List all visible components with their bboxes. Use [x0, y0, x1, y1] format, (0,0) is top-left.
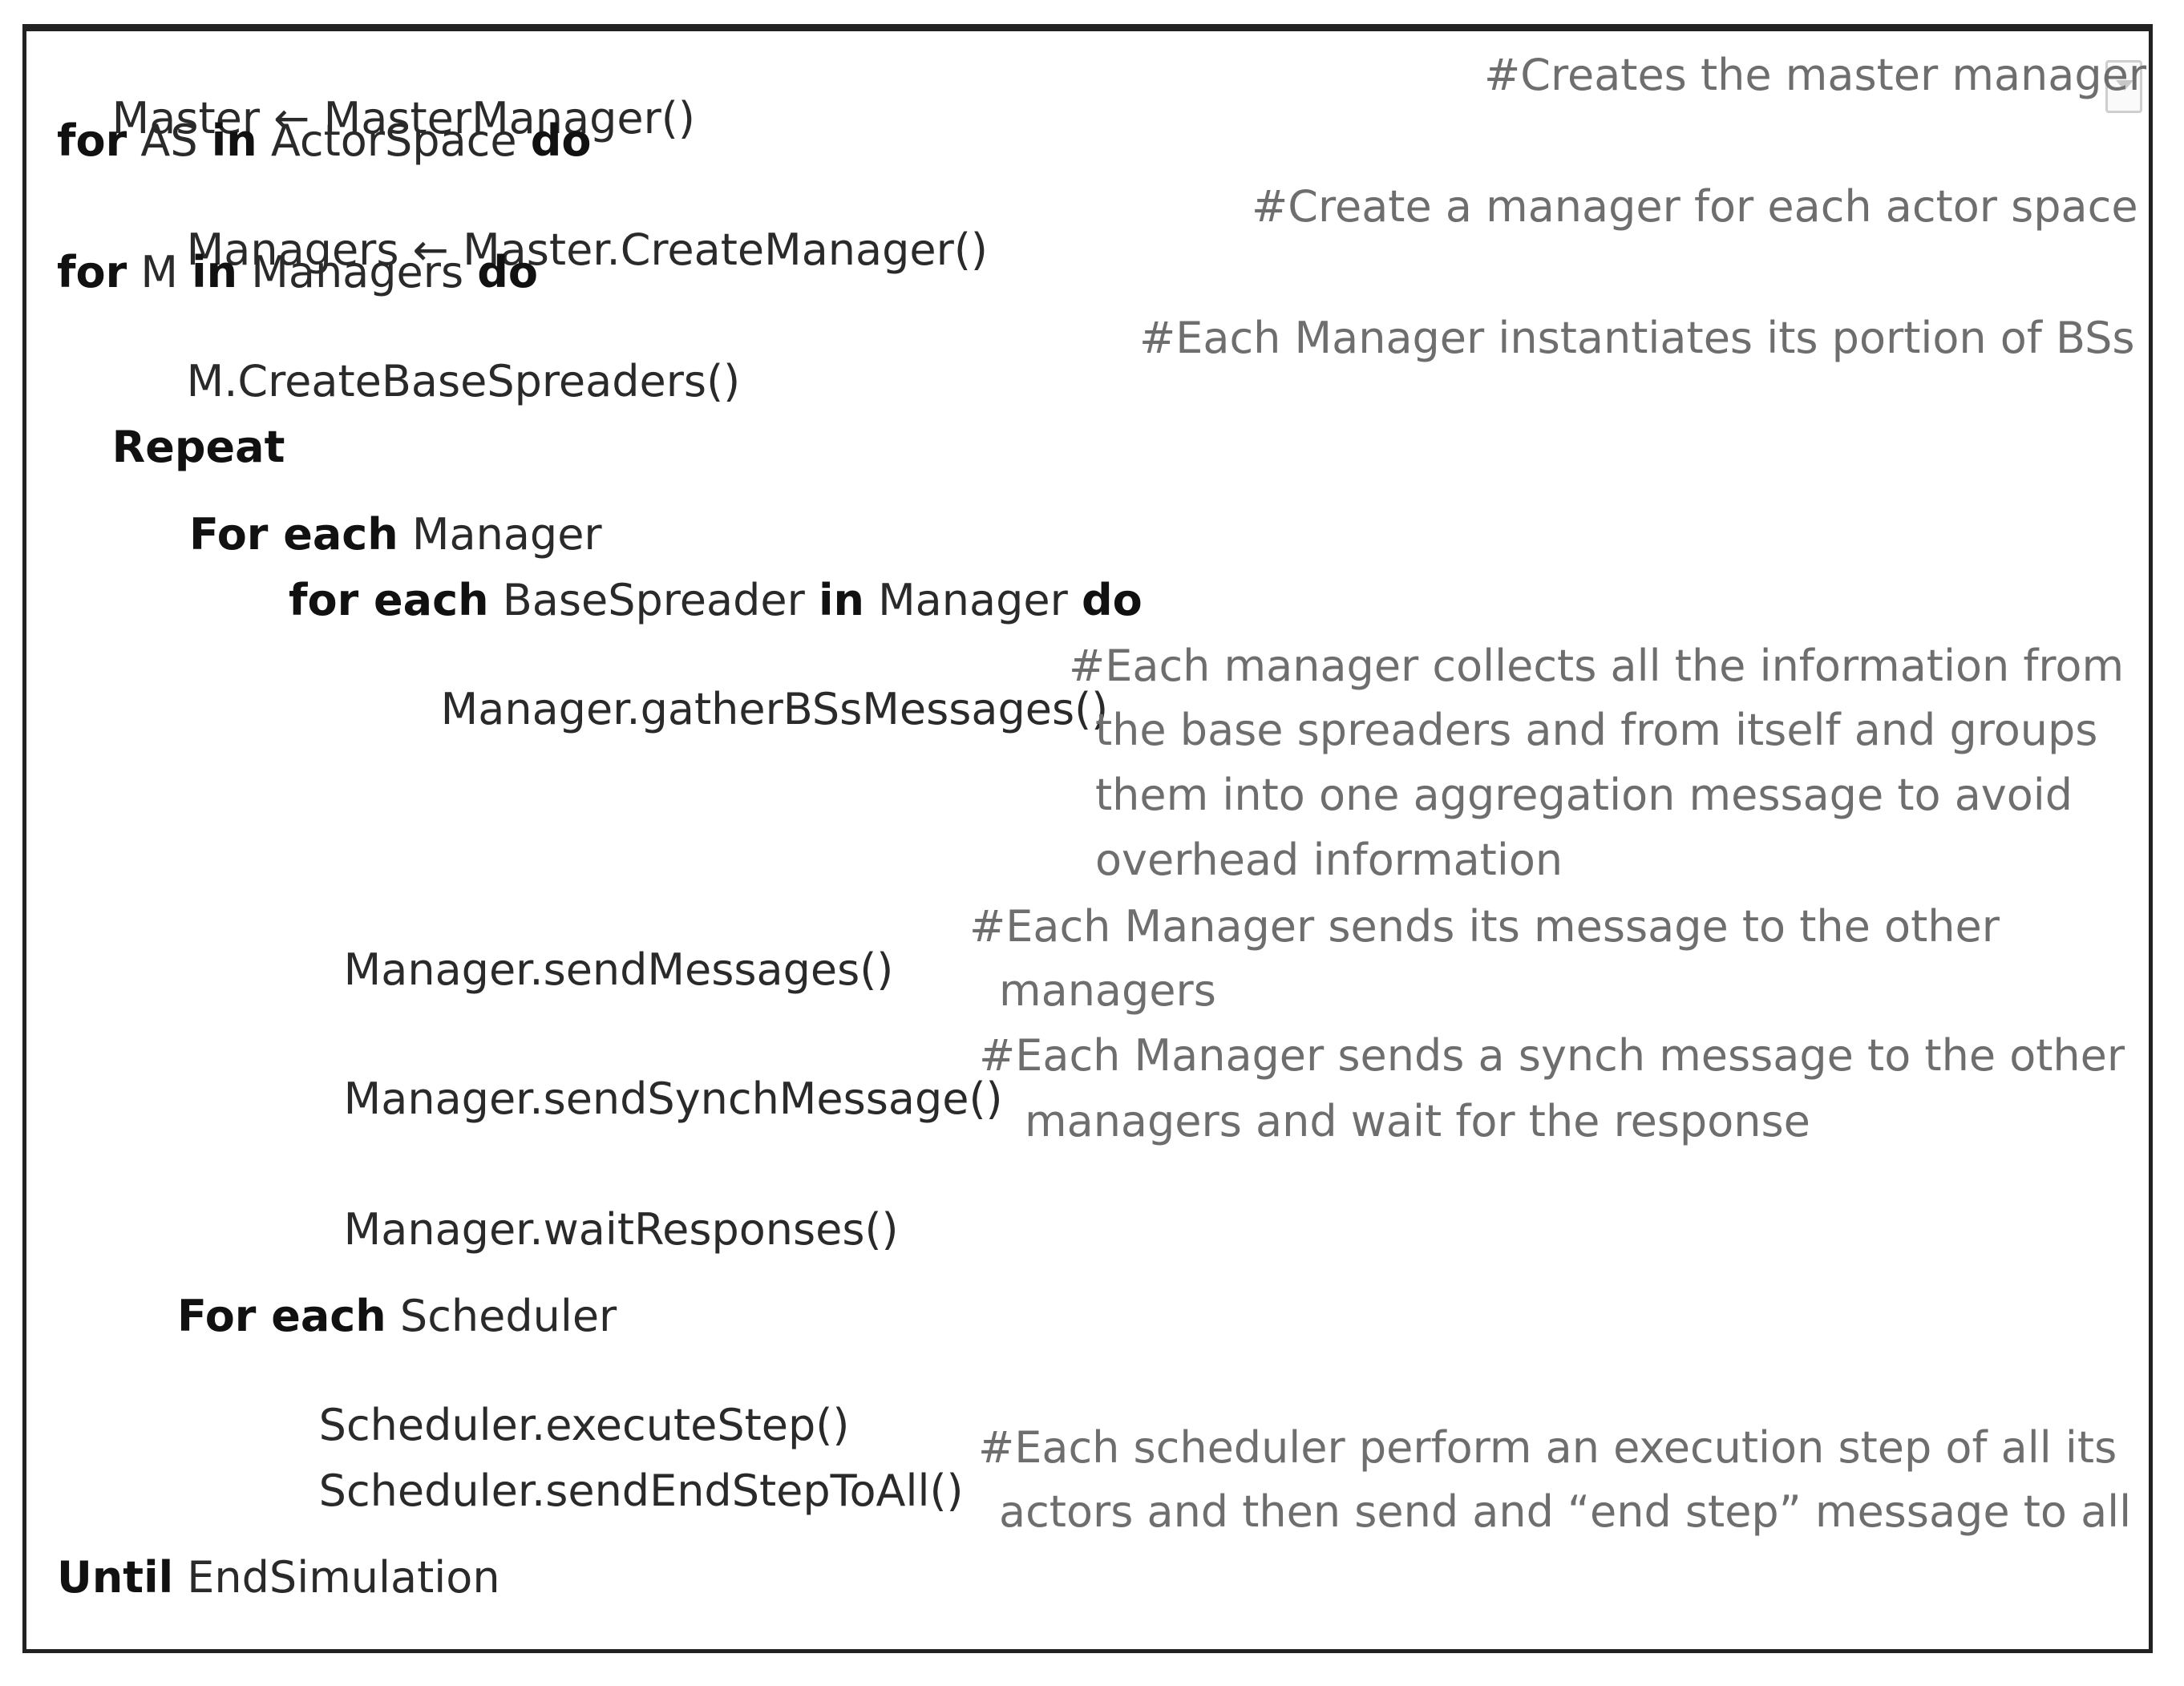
keyword-in: in — [192, 247, 238, 297]
dropdown-triangle-icon — [2116, 80, 2133, 91]
comment-create-basespreaders: #Each Manager instantiates its portion o… — [1139, 313, 2135, 363]
comment-gather-messages-cont: overhead information — [1095, 835, 1563, 885]
comment-master-init: #Creates the master manager — [1484, 50, 2147, 100]
line-execute-step: Scheduler.executeStep() — [264, 1361, 850, 1490]
line-wait-responses: Manager.waitResponses() — [289, 1165, 899, 1295]
loop-collection: Managers — [237, 247, 478, 297]
keyword-do: do — [530, 115, 592, 166]
keyword-in: in — [818, 575, 864, 625]
line-for-each-manager: For each Manager — [189, 513, 602, 556]
condition: EndSimulation — [173, 1552, 500, 1603]
line-create-manager: Managers ← Master.CreateManager() — [131, 185, 988, 315]
keyword-repeat: Repeat — [111, 422, 285, 472]
loop-var: BaseSpreader — [488, 575, 819, 625]
code-text: Managers ← Master.CreateManager() — [186, 224, 988, 275]
loop-collection: ActorSpace — [257, 115, 531, 166]
line-for-managers: for M in Managers do — [57, 251, 538, 294]
code-text: Manager.waitResponses() — [343, 1204, 899, 1255]
comment-gather-messages-cont: them into one aggregation message to avo… — [1095, 770, 2073, 820]
line-create-basespreaders: M.CreateBaseSpreaders() — [131, 317, 741, 447]
scroll-handle[interactable] — [2105, 60, 2142, 113]
keyword-for: for — [57, 115, 127, 166]
comment-send-messages: #Each Manager sends its message to the o… — [969, 901, 2000, 952]
loop-collection: Scheduler — [386, 1291, 617, 1341]
keyword-for-each: For each — [189, 509, 398, 560]
code-text: M.CreateBaseSpreaders() — [186, 356, 741, 406]
code-text: Master ← MasterManager() — [111, 93, 695, 144]
line-send-synch-message: Manager.sendSynchMessage() — [289, 1034, 1003, 1164]
comment-gather-messages-cont: the base spreaders and from itself and g… — [1095, 705, 2098, 755]
algorithm-box: Master ← MasterManager() #Creates the ma… — [22, 24, 2153, 1653]
code-text: Scheduler.executeStep() — [318, 1400, 850, 1450]
loop-var: M — [127, 247, 192, 297]
loop-collection: Manager — [863, 575, 1082, 625]
comment-send-synch-message-cont: managers and wait for the response — [1025, 1096, 1810, 1146]
keyword-for-each: For each — [177, 1291, 386, 1341]
line-gather-messages: Manager.gatherBSsMessages() — [386, 645, 1109, 774]
line-for-each-scheduler: For each Scheduler — [177, 1295, 617, 1338]
line-for-actorspace: for AS in ActorSpace do — [57, 119, 592, 163]
keyword-do: do — [1081, 575, 1143, 625]
keyword-for-each: for each — [289, 575, 489, 625]
line-repeat: Repeat — [57, 382, 285, 512]
comment-send-synch-message: #Each Manager sends a synch message to t… — [979, 1030, 2125, 1081]
code-text: Manager.sendMessages() — [343, 944, 894, 995]
code-text: Manager.sendSynchMessage() — [343, 1073, 1003, 1124]
line-for-each-basespreader: for each BaseSpreader in Manager do — [289, 579, 1143, 622]
line-send-end-step: Scheduler.sendEndStepToAll() — [264, 1426, 964, 1556]
comment-send-messages-cont: managers — [999, 965, 1216, 1016]
comment-gather-messages: #Each manager collects all the informati… — [1069, 641, 2125, 691]
loop-collection: Manager — [398, 509, 602, 560]
comment-send-end-step: #Each scheduler perform an execution ste… — [978, 1422, 2117, 1473]
loop-var: AS — [127, 115, 212, 166]
keyword-do: do — [477, 247, 539, 297]
comment-create-manager: #Create a manager for each actor space — [1252, 181, 2138, 232]
code-text: Manager.gatherBSsMessages() — [440, 684, 1109, 734]
code-text: Scheduler.sendEndStepToAll() — [318, 1466, 964, 1516]
line-until: Until EndSimulation — [57, 1556, 500, 1599]
keyword-for: for — [57, 247, 127, 297]
line-send-messages: Manager.sendMessages() — [289, 905, 894, 1035]
comment-send-end-step-cont: actors and then send and “end step” mess… — [999, 1486, 2132, 1537]
keyword-in: in — [211, 115, 257, 166]
line-master-init: Master ← MasterManager() — [57, 54, 695, 184]
keyword-until: Until — [57, 1552, 174, 1603]
